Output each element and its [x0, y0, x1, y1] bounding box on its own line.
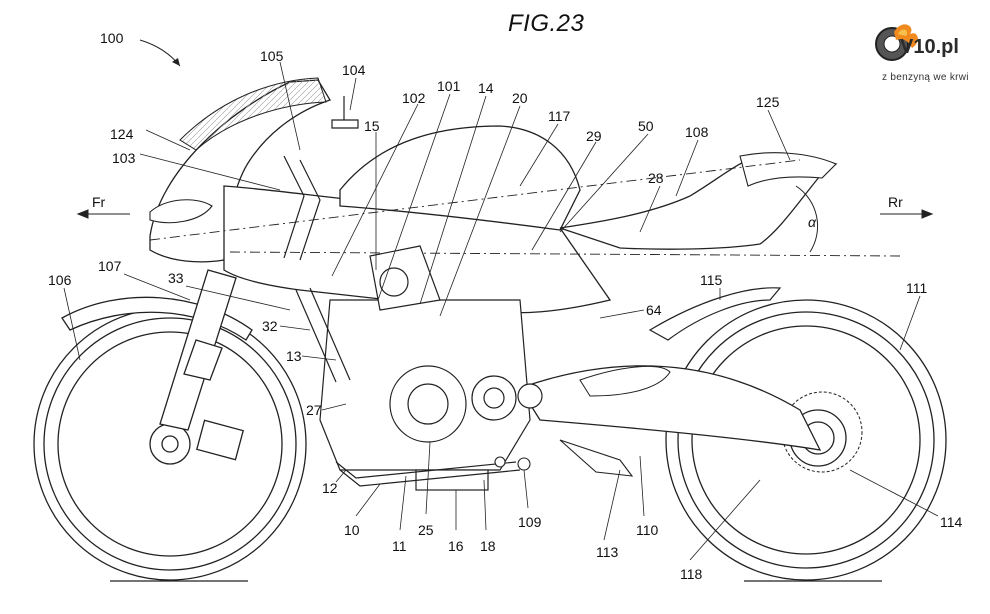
front-direction-label: Fr	[92, 194, 106, 210]
rear-linkage	[494, 439, 634, 477]
direction-arrows	[76, 209, 934, 219]
callout-64: 64	[646, 302, 662, 318]
callout-108: 108	[685, 124, 709, 140]
tire-flame-icon	[875, 24, 918, 61]
callout-117: 117	[548, 108, 571, 124]
callout-12: 12	[322, 480, 338, 496]
callout-32: 32	[262, 318, 278, 334]
callout-50: 50	[638, 118, 654, 134]
rear-direction-label: Rr	[888, 194, 903, 210]
v10-logo: V10.pl z benzyną we krwi	[872, 14, 972, 94]
angle-label: α	[808, 214, 816, 230]
logo-tagline: z benzyną we krwi	[882, 72, 969, 83]
logo-brand: V10.pl	[900, 36, 959, 58]
front-fork	[159, 269, 244, 461]
figure-title: FIG.23	[508, 10, 585, 37]
swingarm-window	[579, 365, 671, 397]
tail-cowl	[739, 152, 837, 187]
swingarm	[519, 365, 822, 451]
reference-lines	[149, 159, 901, 257]
callout-25: 25	[418, 522, 434, 538]
callout-102: 102	[402, 90, 426, 106]
rear-wheel	[665, 299, 947, 581]
windscreen	[179, 77, 327, 151]
callout-107: 107	[98, 258, 122, 274]
front-wheel	[33, 307, 307, 581]
callout-11: 11	[392, 538, 407, 554]
callout-115: 115	[700, 272, 723, 288]
callout-28: 28	[648, 170, 664, 186]
callout-16: 16	[448, 538, 464, 554]
headlight	[149, 199, 213, 224]
frame	[283, 155, 351, 383]
callout-109: 109	[518, 514, 542, 530]
rear-hugger	[648, 287, 782, 341]
callout-124: 124	[110, 126, 134, 142]
callout-101: 101	[437, 78, 461, 94]
exhaust-pipes	[335, 461, 521, 487]
callout-125: 125	[756, 94, 780, 110]
callout-13: 13	[286, 348, 302, 364]
callout-111: 111	[906, 280, 928, 296]
callout-113: 113	[596, 544, 619, 560]
leader-lines	[63, 61, 939, 561]
callout-29: 29	[586, 128, 602, 144]
callout-118: 118	[680, 566, 703, 582]
engine	[319, 245, 543, 491]
callout-14: 14	[478, 80, 494, 96]
callout-15: 15	[364, 118, 380, 134]
callout-18: 18	[480, 538, 496, 554]
callout-114: 114	[940, 514, 963, 530]
callout-105: 105	[260, 48, 284, 64]
callout-100: 100	[100, 30, 124, 46]
callout-106: 106	[48, 272, 72, 288]
callout-103: 103	[112, 150, 136, 166]
callout-20: 20	[512, 90, 528, 106]
callout-104: 104	[342, 62, 366, 78]
callout-110: 110	[636, 522, 659, 538]
callout-10: 10	[344, 522, 360, 538]
angle-arc	[795, 185, 819, 253]
handlebar	[331, 96, 359, 129]
callout-33: 33	[168, 270, 184, 286]
callout-27: 27	[306, 402, 322, 418]
